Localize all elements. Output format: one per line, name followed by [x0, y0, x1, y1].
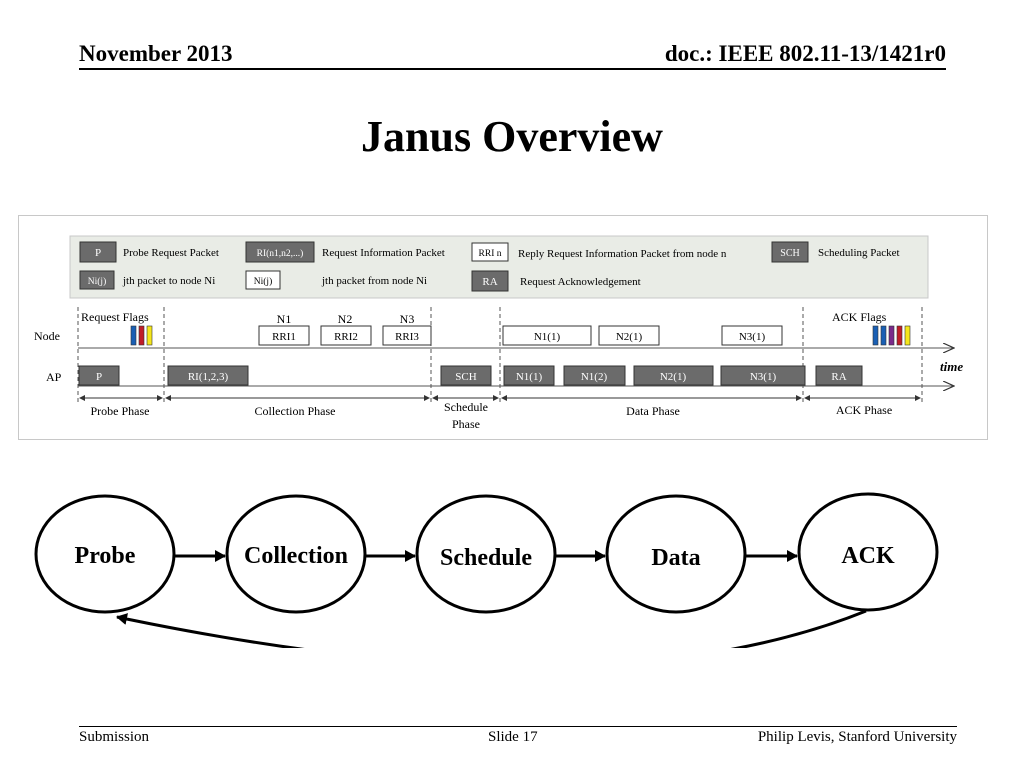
legend-ni-to-box: Ni(j) [88, 276, 106, 287]
slide-title: Janus Overview [361, 112, 663, 161]
node-row-label: Node [34, 329, 60, 343]
legend-ni-to-label: jth packet to node Ni [122, 275, 215, 287]
node-packet-n3-1: N3(1) [739, 331, 766, 343]
ap-packets: P RI(1,2,3) SCH N1(1) N1(2) N2(1) N3(1) … [78, 365, 863, 386]
header-date: November 2013 [79, 41, 233, 66]
node-label-n2: N2 [338, 312, 353, 326]
request-flags-label: Request Flags [81, 310, 149, 324]
ap-packet-sch: SCH [455, 371, 476, 383]
phase-schedule-line2: Phase [452, 417, 480, 431]
legend-ra-swatch [471, 270, 509, 292]
node-label-n1: N1 [277, 312, 292, 326]
footer-author: Philip Levis, Stanford University [757, 729, 957, 745]
phase-ack: ACK Phase [836, 403, 892, 417]
ap-row-label: AP [46, 370, 62, 384]
phase-probe: Probe Phase [91, 404, 150, 418]
legend-ni-from-swatch [245, 270, 281, 290]
legend-ri-box: RI(n1,n2,...) [257, 248, 304, 259]
phase-collection: Collection Phase [255, 404, 336, 418]
node-packets: RRI1 RRI2 RRI3 N1(1) N2(1) N3(1) [258, 325, 783, 346]
legend-sch-box: SCH [780, 248, 799, 259]
state-ack: ACK [797, 492, 939, 612]
node-packet-rri3: RRI3 [395, 331, 419, 343]
ap-packet-ri: RI(1,2,3) [188, 371, 229, 383]
state-data: Data [605, 494, 747, 614]
legend-rri-label: Reply Request Information Packet from no… [518, 248, 727, 260]
legend-probe-box: P [95, 247, 101, 259]
legend-probe-swatch [79, 241, 117, 263]
ack-flag-3 [896, 325, 903, 346]
request-flag-2 [146, 325, 153, 346]
footer-submission: Submission [79, 729, 150, 745]
ap-packet-ra: RA [831, 371, 846, 383]
request-flag-1 [138, 325, 145, 346]
legend-ni-to-swatch [79, 270, 115, 290]
legend-ni-from-label: jth packet from node Ni [321, 275, 427, 287]
ap-packet-n2-1: N2(1) [660, 371, 687, 383]
phase-dividers [77, 307, 923, 403]
state-collection: Collection [225, 494, 367, 614]
protocol-timeline-figure: P Probe Request Packet RI(n1,n2,...) Req… [18, 215, 988, 440]
node-packet-rri1: RRI1 [272, 331, 296, 343]
header-rule [79, 68, 946, 70]
legend-sch-label: Scheduling Packet [818, 247, 900, 259]
time-label: time [940, 359, 963, 374]
legend-rri-swatch [471, 242, 509, 262]
header-doc-id: doc.: IEEE 802.11-13/1421r0 [664, 41, 946, 66]
legend-ni-from-box: Ni(j) [254, 276, 272, 287]
legend-ri-label: Request Information Packet [322, 247, 445, 259]
legend-rri-box: RRI n [479, 249, 502, 259]
state-schedule-label: Schedule [440, 545, 532, 571]
ack-flags [872, 325, 911, 346]
node-label-n3: N3 [400, 312, 415, 326]
ack-flag-1 [880, 325, 887, 346]
legend-ri-swatch [245, 241, 315, 263]
state-collection-label: Collection [244, 543, 348, 569]
state-ack-label: ACK [841, 543, 895, 569]
node-packet-rri2: RRI2 [334, 331, 358, 343]
ack-flag-0 [872, 325, 879, 346]
phase-cycle-diagram: Probe Collection Schedule Data ACK [34, 492, 939, 648]
footer-slide-number: Slide 17 [488, 729, 538, 745]
state-probe-label: Probe [75, 543, 136, 569]
footer-rule [79, 726, 957, 727]
ap-packet-n1-2: N1(2) [581, 371, 608, 383]
request-flags [130, 325, 153, 346]
ap-packet-n1-1: N1(1) [516, 371, 543, 383]
legend-probe-label: Probe Request Packet [123, 247, 219, 259]
ap-packet-n3-1: N3(1) [750, 371, 777, 383]
legend-ra-label: Request Acknowledgement [520, 276, 641, 288]
ack-flag-4 [904, 325, 911, 346]
phase-data: Data Phase [626, 404, 680, 418]
legend-sch-swatch [771, 241, 809, 263]
node-packet-n1-1: N1(1) [534, 331, 561, 343]
request-flag-0 [130, 325, 137, 346]
ack-flag-2 [888, 325, 895, 346]
legend: P Probe Request Packet RI(n1,n2,...) Req… [69, 235, 929, 299]
legend-ra-box: RA [482, 276, 497, 288]
node-packet-n2-1: N2(1) [616, 331, 643, 343]
ap-packet-p: P [96, 371, 102, 383]
state-probe: Probe [34, 494, 176, 614]
state-schedule: Schedule [415, 494, 557, 614]
phase-schedule-line1: Schedule [444, 400, 488, 414]
state-data-label: Data [651, 545, 700, 571]
ack-flags-label: ACK Flags [832, 310, 887, 324]
arrow-ack-to-probe [116, 609, 867, 648]
